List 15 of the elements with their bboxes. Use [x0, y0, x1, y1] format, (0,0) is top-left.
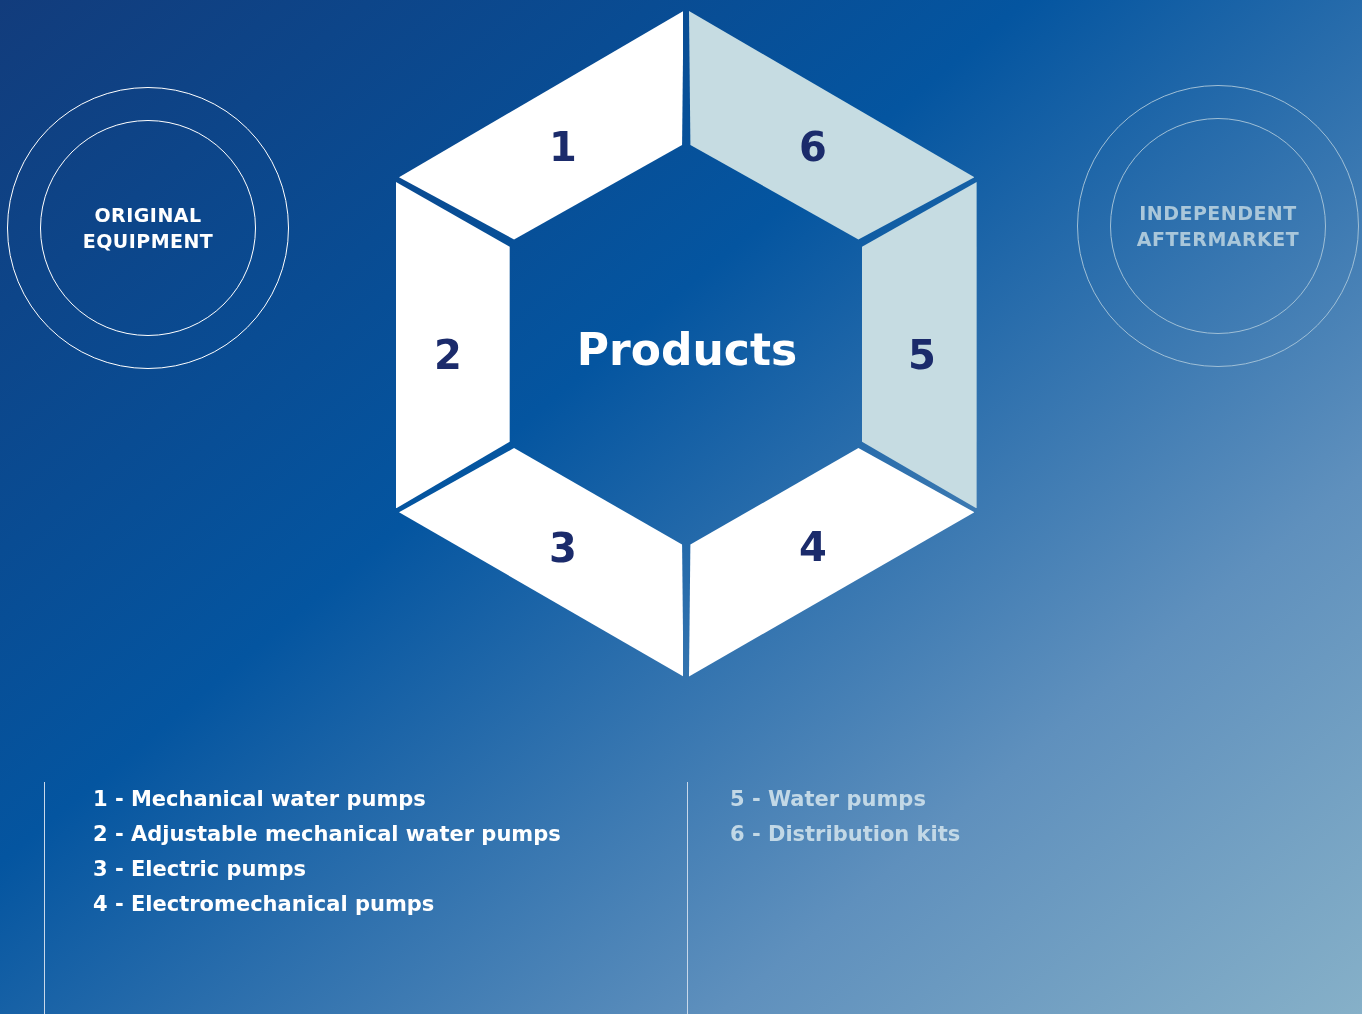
product-list-item: 1 - Mechanical water pumps — [93, 786, 427, 813]
segment-number: 6 — [799, 127, 827, 167]
segment-number: 4 — [799, 527, 827, 567]
product-list-item: 4 - Electromechanical pumps — [93, 891, 436, 918]
center-title: Products — [576, 328, 798, 372]
segment-number: 3 — [549, 528, 577, 568]
product-list-item: 5 - Water pumps — [730, 786, 927, 813]
market-label: INDEPENDENT AFTERMARKET — [1135, 201, 1301, 252]
segment-number: 2 — [434, 335, 462, 375]
product-list-item: 3 - Electric pumps — [93, 856, 307, 883]
segment-number: 1 — [549, 127, 577, 167]
product-list-item: 6 - Distribution kits — [730, 821, 961, 848]
market-label: ORIGINAL EQUIPMENT — [81, 203, 215, 254]
product-list-item: 2 - Adjustable mechanical water pumps — [93, 821, 561, 848]
segment-number: 5 — [908, 335, 936, 375]
